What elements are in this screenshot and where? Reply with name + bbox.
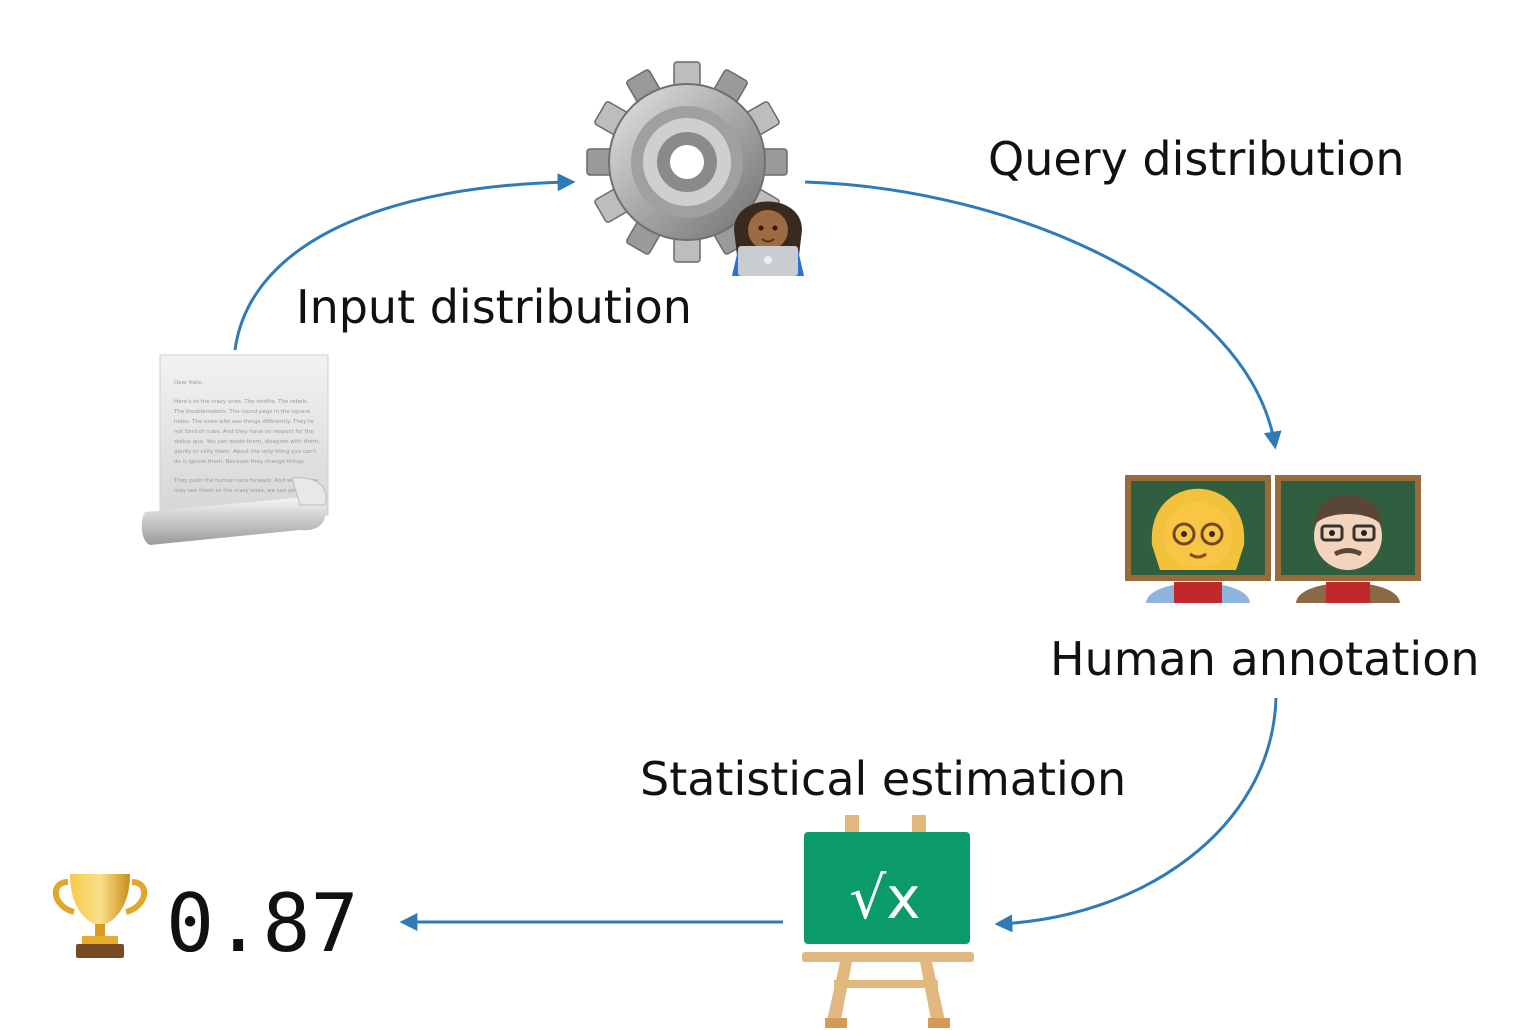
- trophy-icon: [52, 874, 148, 958]
- chalkboard-easel-icon: √x: [802, 815, 974, 1028]
- input-distribution-label: Input distribution: [296, 280, 692, 334]
- document-line: may see them as the crazy ones, we see g…: [174, 488, 308, 494]
- document-line: status quo. You can quote them, disagree…: [174, 439, 320, 445]
- document-line: They push the human race forward. And wh…: [173, 478, 319, 484]
- document-line: do is ignore them. Because they change t…: [174, 459, 306, 465]
- teacher-woman-icon: [1125, 475, 1271, 603]
- document-line: Here's to the crazy ones. The misfits. T…: [174, 399, 309, 405]
- document-line: not fond of rules. And they have no resp…: [174, 429, 314, 435]
- human-annotation-label: Human annotation: [1050, 632, 1480, 686]
- arrow-input-to-gear: [233, 173, 576, 351]
- document-icon: Dear Kate, Here's to the crazy ones. The …: [141, 354, 329, 545]
- document-line: Dear Kate,: [174, 380, 203, 386]
- gear-icon: [586, 61, 788, 263]
- document-line: holes. The ones who see things different…: [174, 419, 314, 425]
- document-line: glorify or vilify them. About the only t…: [174, 449, 317, 455]
- statistical-estimation-label: Statistical estimation: [640, 752, 1127, 806]
- board-formula: √x: [849, 864, 920, 932]
- teacher-man-icon: [1275, 475, 1421, 603]
- technologist-icon: [732, 201, 804, 276]
- arrow-gear-to-annotators: [804, 180, 1282, 450]
- query-distribution-label: Query distribution: [988, 132, 1405, 186]
- document-line: The troublemakers. The round pegs in the…: [173, 409, 311, 415]
- arrow-annotators-to-board: [994, 697, 1278, 933]
- score-value: 0.87: [166, 877, 359, 970]
